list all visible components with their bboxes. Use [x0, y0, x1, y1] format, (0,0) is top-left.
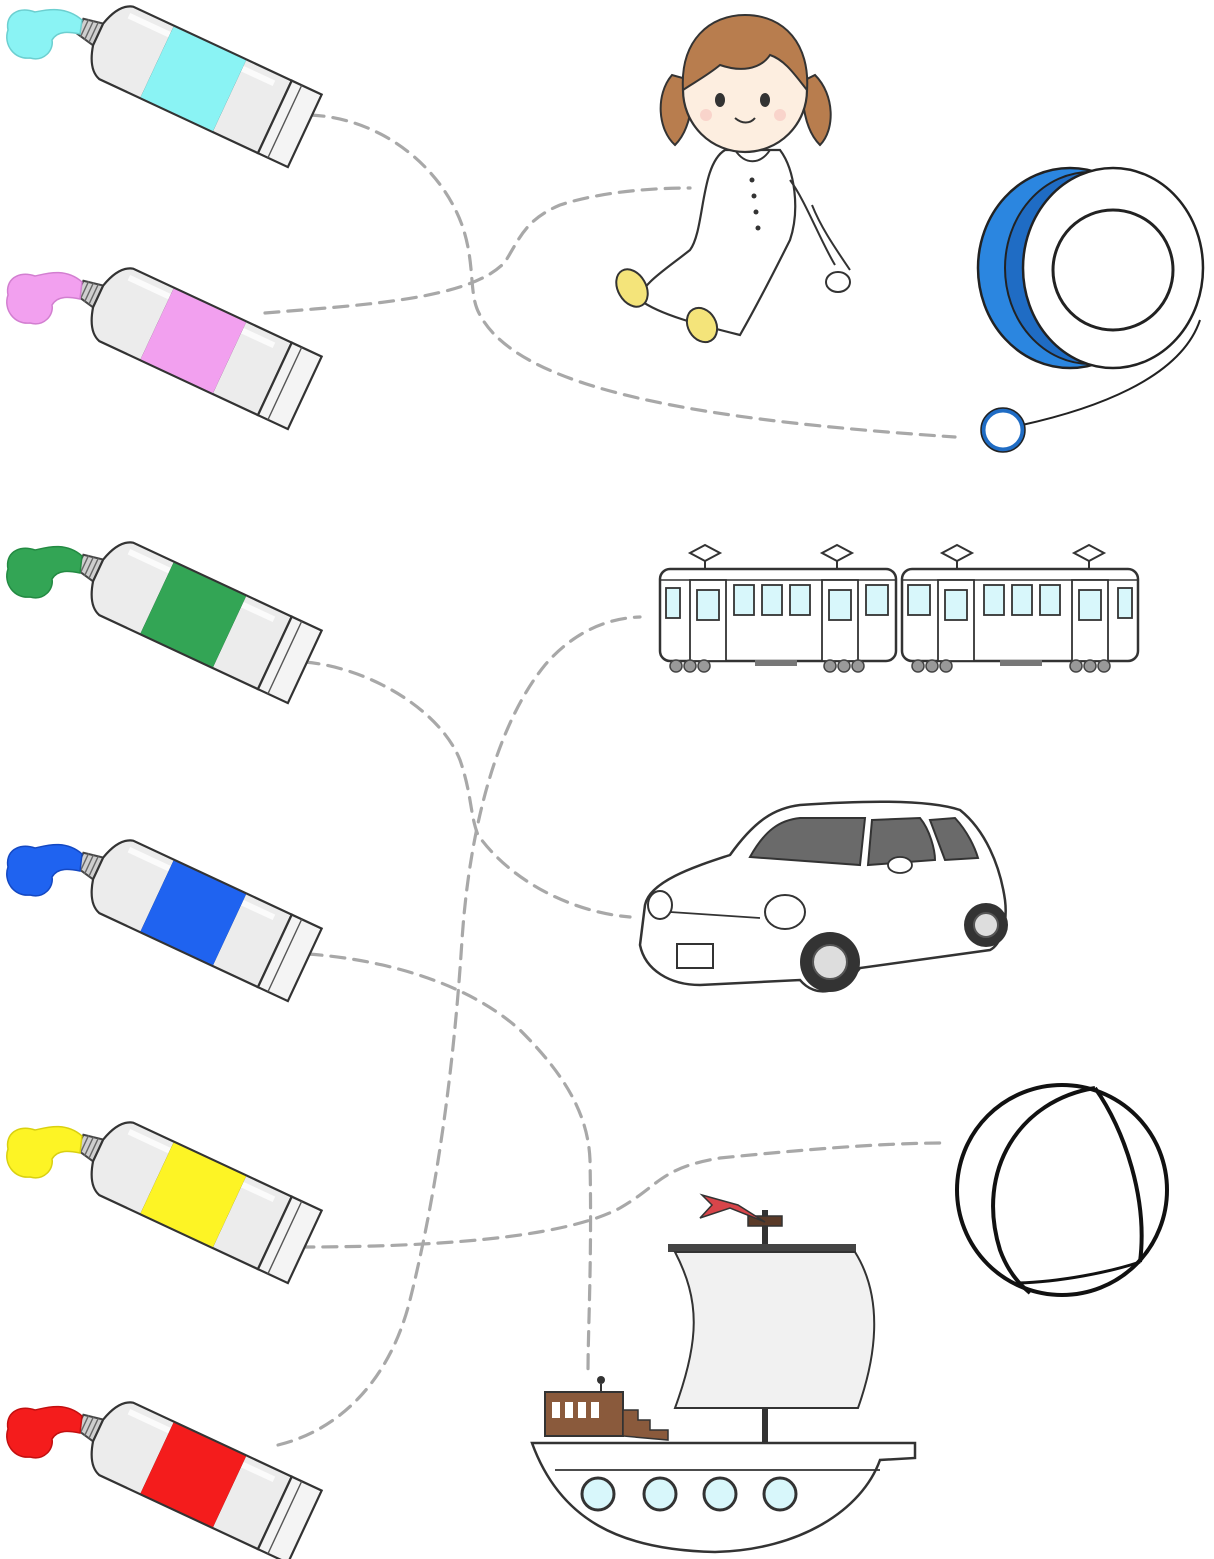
ship-icon — [530, 1193, 917, 1554]
yoyo[interactable] — [976, 166, 1205, 453]
paint-tube-green[interactable] — [6, 526, 322, 703]
paint-tube-icon — [63, 1106, 322, 1283]
paint-tube-pink[interactable] — [6, 252, 322, 429]
paint-blob-red — [6, 1405, 83, 1459]
paint-tube-icon — [63, 252, 322, 429]
paint-blob-blue — [6, 843, 83, 897]
car-icon — [638, 800, 1008, 993]
paint-tube-yellow[interactable] — [6, 1106, 322, 1283]
paint-tube-cyan[interactable] — [6, 0, 322, 167]
paint-blob-pink — [6, 271, 83, 325]
connection-lines — [263, 113, 957, 1447]
connection-pink-to-doll — [263, 186, 692, 315]
paint-blob-yellow — [6, 1125, 83, 1179]
doll-icon — [615, 13, 851, 344]
ship[interactable] — [530, 1193, 917, 1554]
connection-green-to-car — [303, 660, 632, 919]
paint-blob-green — [6, 545, 83, 599]
connection-cyan-to-yoyo — [308, 113, 957, 439]
paint-tubes — [6, 0, 322, 1559]
paint-tube-red[interactable] — [6, 1386, 322, 1559]
paint-tube-icon — [63, 526, 322, 703]
paint-tube-icon — [63, 1386, 322, 1559]
paint-tube-blue[interactable] — [6, 824, 322, 1001]
yoyo-icon — [976, 166, 1205, 453]
ball-icon — [955, 1083, 1169, 1297]
train[interactable] — [658, 543, 1140, 673]
connection-yellow-to-ball — [298, 1141, 947, 1249]
car[interactable] — [638, 800, 1008, 993]
toys — [530, 13, 1205, 1554]
paint-tube-icon — [63, 824, 322, 1001]
doll[interactable] — [610, 13, 851, 348]
ball[interactable] — [955, 1083, 1169, 1297]
paint-tube-icon — [63, 0, 322, 167]
connection-blue-to-ship — [306, 952, 593, 1372]
connection-red-to-train — [276, 615, 642, 1447]
paint-blob-cyan — [6, 8, 83, 60]
train-icon — [658, 543, 1140, 673]
